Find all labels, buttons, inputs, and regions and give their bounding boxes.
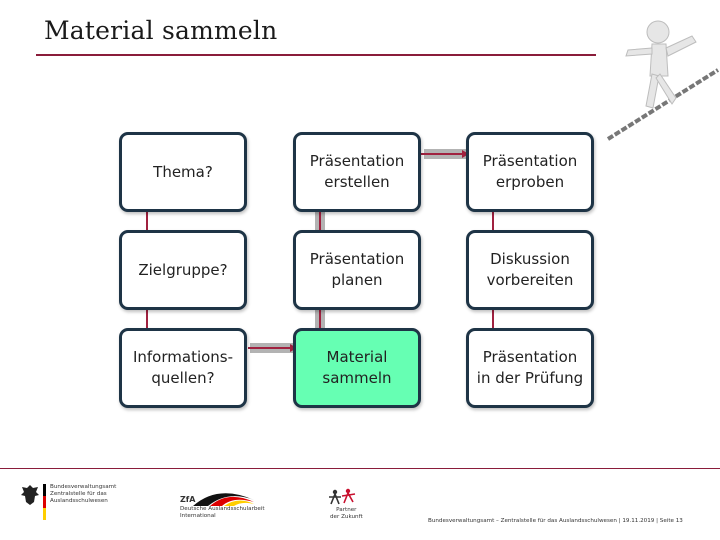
zfa-logo-text: Deutsche Auslandsschularbeit Internation…	[180, 506, 265, 519]
step-box-informationsquellen: Informations- quellen?	[119, 328, 247, 408]
pasch-figures-icon	[329, 488, 356, 505]
tightrope-figure-illustration	[606, 20, 720, 141]
zfa-abbr: ZfA	[180, 495, 196, 504]
flag-bar-icon	[43, 484, 46, 520]
federal-eagle-icon	[21, 485, 39, 505]
arrow-material-planen	[319, 300, 321, 334]
arrow-thema-zielgruppe	[146, 196, 148, 236]
pasch-logo-text: Partner der Zukunft	[330, 507, 363, 520]
slide-title: Material sammeln	[44, 16, 278, 45]
zfa-swoosh-icon	[193, 493, 254, 506]
tightrope-line	[606, 68, 720, 141]
arrow-zielgruppe-quellen	[146, 298, 148, 334]
arrow-diskussion-pruefung	[492, 298, 494, 334]
step-box-diskussion-vorbereiten: Diskussion vorbereiten	[466, 230, 594, 310]
arrowhead-erstellen-erproben	[462, 150, 469, 158]
arrow-erproben-diskussion	[492, 196, 494, 236]
footer-text: Bundesverwaltungsamt – Zentralstelle für…	[428, 518, 683, 524]
step-box-thema: Thema?	[119, 132, 247, 212]
arrow-quellen-material	[248, 347, 292, 349]
figure-head	[646, 20, 670, 44]
footer-divider	[0, 468, 720, 469]
figure-left-arm	[625, 47, 653, 57]
step-box-praesentation-planen: Präsentation planen	[293, 230, 421, 310]
arrow-erstellen-erproben	[420, 153, 464, 155]
arrow-planen-erstellen	[319, 200, 321, 234]
step-box-zielgruppe: Zielgruppe?	[119, 230, 247, 310]
figure-right-leg	[655, 73, 677, 105]
title-divider	[36, 54, 596, 56]
bva-logo-text: Bundesverwaltungsamt Zentralstelle für d…	[50, 484, 117, 504]
figure-left-leg	[645, 73, 660, 109]
figure-right-arm	[665, 35, 697, 57]
step-box-praesentation-erproben: Präsentation erproben	[466, 132, 594, 212]
step-box-praesentation-erstellen: Präsentation erstellen	[293, 132, 421, 212]
figure-body	[649, 43, 669, 77]
step-box-praesentation-pruefung: Präsentation in der Prüfung	[466, 328, 594, 408]
step-box-material-sammeln-current: Material sammeln	[293, 328, 421, 408]
